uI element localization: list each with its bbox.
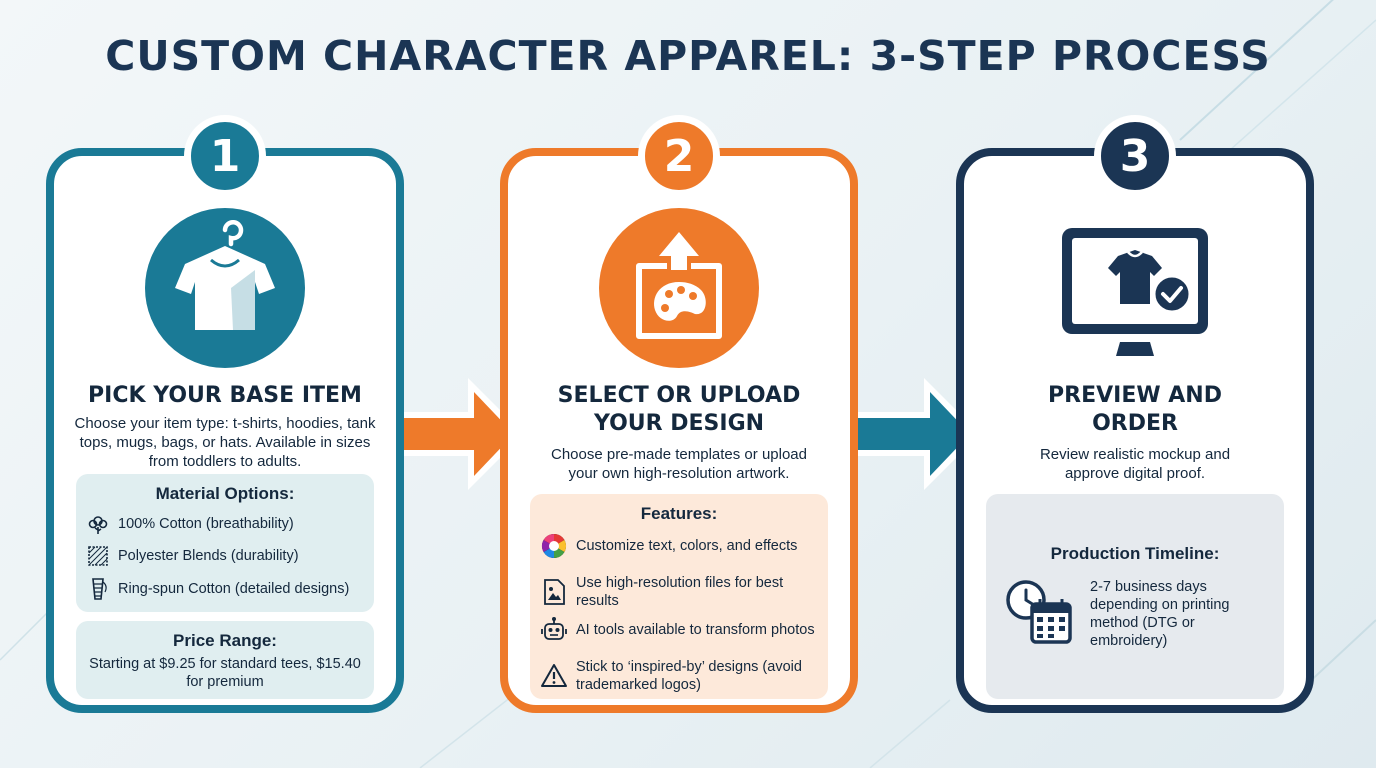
material-text: Ring-spun Cotton (detailed designs) [118, 581, 350, 597]
material-text: 100% Cotton (breathability) [118, 516, 294, 532]
list-item: 100% Cotton (breathability) [86, 512, 366, 536]
feature-text: Customize text, colors, and effects [576, 538, 798, 554]
list-item: Polyester Blends (durability) [86, 544, 366, 568]
list-item: Stick to ‘inspired-by’ designs (avoid tr… [540, 658, 820, 694]
price-range-panel: Price Range: Starting at $9.25 for stand… [76, 621, 374, 699]
monitor-shirt-check-icon [1062, 228, 1208, 356]
panel-heading: Features: [640, 504, 718, 523]
panel-heading: Material Options: [155, 484, 295, 503]
feature-text: Use high-resolution files for best resul… [576, 575, 784, 609]
feature-text: Stick to ‘inspired-by’ designs (avoid tr… [576, 659, 802, 693]
step-card-2: 2 SELECT OR UPLOAD YOUR DESIGN Choose pr… [500, 115, 858, 713]
step-number-badge: 1 [184, 115, 266, 197]
material-text: Polyester Blends (durability) [118, 548, 299, 564]
color-wheel-icon [541, 534, 567, 558]
step-number-badge: 3 [1094, 115, 1176, 197]
list-item: AI tools available to transform photos [540, 616, 820, 644]
warning-icon [541, 664, 567, 687]
page-title: CUSTOM CHARACTER APPAREL: 3-STEP PROCESS [105, 32, 1271, 80]
step-description: Choose pre-made templates or upload your… [551, 446, 807, 482]
step-card-1: 1 PICK YOUR BASE ITEM Choose your item t… [46, 115, 404, 713]
step-description: Choose your item type: t-shirts, hoodies… [74, 415, 376, 470]
step-title: PICK YOUR BASE ITEM [88, 383, 362, 408]
step-description: Review realistic mockup and approve digi… [1039, 446, 1231, 482]
arrow-right-icon [852, 378, 980, 490]
material-options-panel: Material Options: 100% Cotton (breathabi… [76, 474, 374, 612]
step-card-3: 3 PREVIEW AND ORDER Review realistic moc… [956, 115, 1314, 713]
cotton-icon [88, 516, 108, 534]
list-item: Use high-resolution files for best resul… [540, 574, 820, 610]
clock-calendar-icon [1006, 580, 1072, 644]
image-file-icon [544, 579, 565, 605]
feature-text: AI tools available to transform photos [576, 622, 815, 638]
panel-heading: Price Range: [173, 631, 277, 650]
production-timeline-panel: Production Timeline: 2-7 business days d… [986, 494, 1284, 699]
step-number-badge: 2 [638, 115, 720, 197]
tshirt-hanger-icon [145, 208, 305, 368]
spool-icon [92, 578, 107, 600]
upload-palette-icon [599, 208, 759, 368]
robot-icon [541, 617, 567, 640]
list-item: Ring-spun Cotton (detailed designs) [86, 576, 366, 602]
timeline-text: 2-7 business days depending on printing … [1090, 579, 1230, 649]
features-panel: Features: Customize text, colors, and ef… [530, 494, 828, 699]
arrow-right-icon [396, 378, 524, 490]
step-title: SELECT OR UPLOAD YOUR DESIGN [557, 383, 801, 436]
list-item: Customize text, colors, and effects [540, 532, 820, 560]
fabric-icon [88, 546, 108, 566]
step-title: PREVIEW AND ORDER [1048, 383, 1222, 436]
panel-heading: Production Timeline: [1050, 544, 1220, 563]
price-text: Starting at $9.25 for standard tees, $15… [89, 656, 361, 690]
